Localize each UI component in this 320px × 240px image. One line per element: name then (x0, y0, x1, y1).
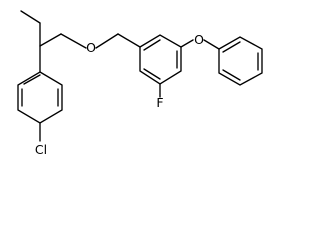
atom-labels: O O F Cl (35, 32, 204, 157)
atom-label-oxygen-phenoxy: O (194, 32, 204, 47)
molecule-structure: O O F Cl (17, 10, 263, 157)
bond-ring-phenoxy-oxygen (180, 39, 194, 48)
bond-ch2-oxygen (60, 33, 87, 49)
chlorophenyl-ring (17, 71, 63, 142)
alkyl-chain (20, 10, 141, 73)
bond-oxygen-benzyl (95, 33, 119, 49)
bond-benzyl-ring (117, 33, 141, 48)
bond-ethyl-terminal (20, 10, 41, 24)
atom-label-oxygen-ether: O (86, 40, 96, 55)
fluorophenyl-ring (139, 34, 194, 98)
phenoxy-ring (203, 36, 263, 86)
bond-chiral-ch2 (39, 33, 62, 47)
atom-label-fluorine: F (156, 95, 163, 110)
atom-label-chlorine: Cl (35, 142, 47, 157)
bond-oxygen-phenyl (203, 39, 220, 50)
